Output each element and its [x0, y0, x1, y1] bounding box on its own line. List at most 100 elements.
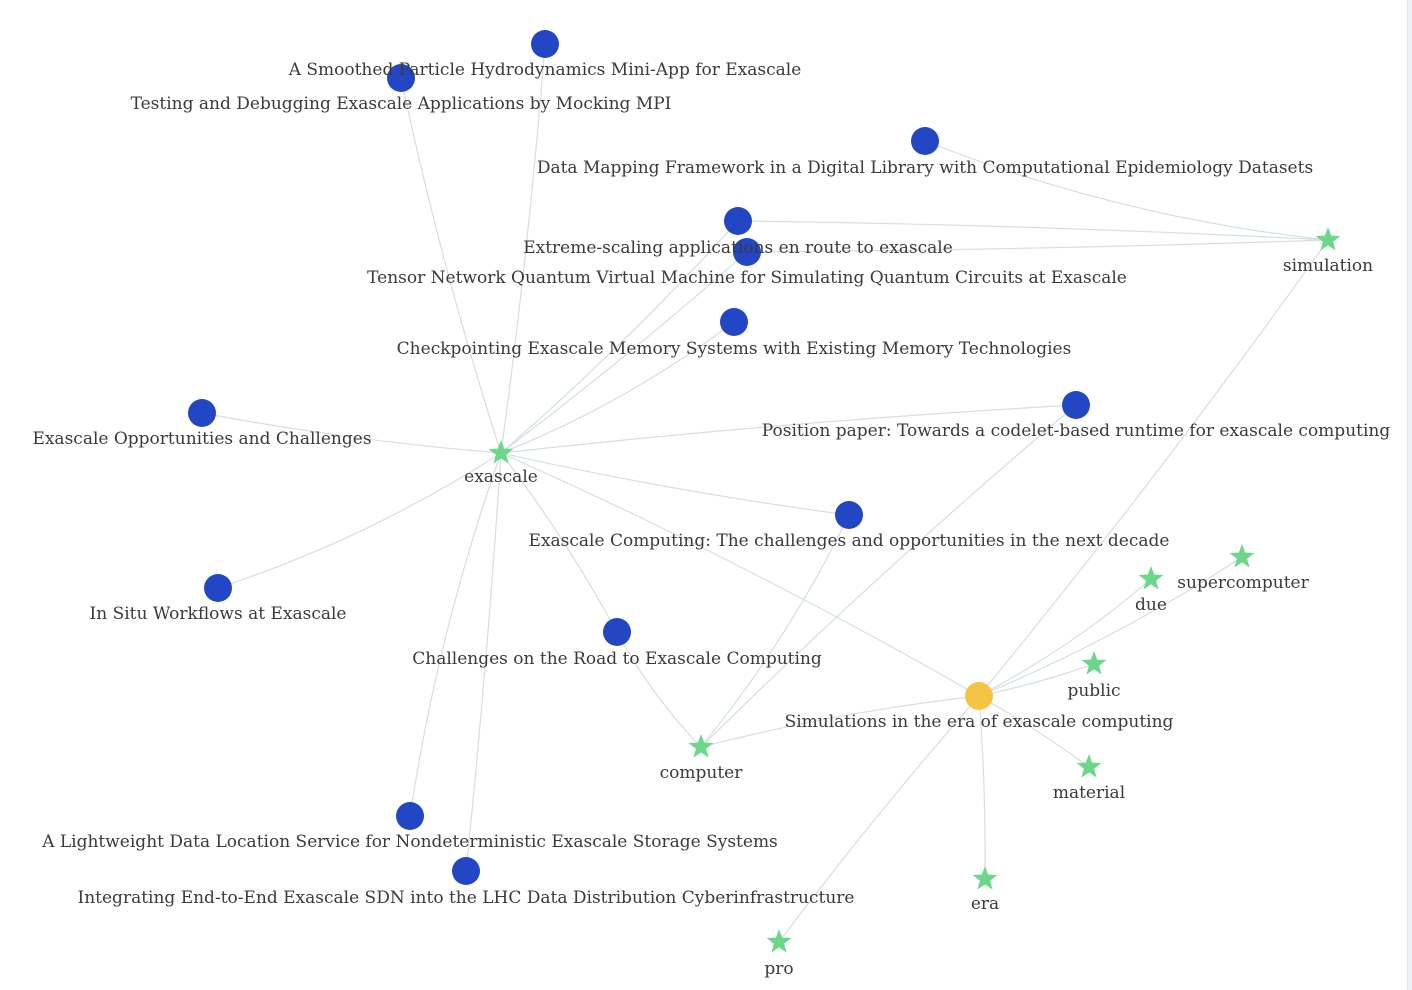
node-label-public: public — [1067, 681, 1120, 701]
paper-node-datamap[interactable] — [911, 127, 939, 155]
edge-exascale-road — [500, 452, 618, 633]
edge-simulation-simulations_era — [978, 239, 1329, 697]
node-label-mocking: Testing and Debugging Exascale Applicati… — [131, 94, 672, 114]
edge-exascale-position — [500, 404, 1077, 454]
edge-exascale-insitu — [217, 452, 502, 589]
paper-node-road[interactable] — [603, 618, 631, 646]
edge-exascale-tensor — [500, 251, 748, 454]
circle-icon — [720, 308, 748, 336]
edge-simulation-extreme — [737, 220, 1329, 241]
star-icon — [766, 929, 792, 953]
edge-computer-simulations_era — [700, 695, 980, 748]
star-icon — [688, 734, 714, 758]
paper-node-challenges_decade[interactable] — [835, 501, 863, 529]
node-label-position: Position paper: Towards a codelet-based … — [762, 421, 1391, 441]
circle-icon — [387, 64, 415, 92]
edge-exascale-challenges_decade — [500, 452, 850, 516]
star-icon — [972, 866, 998, 890]
circle-icon — [1062, 391, 1090, 419]
edge-exascale-extreme — [500, 220, 739, 454]
paper-node-sph[interactable] — [531, 30, 559, 58]
node-label-opps: Exascale Opportunities and Challenges — [32, 429, 371, 449]
edge-exascale-lightweight — [409, 452, 502, 817]
star-icon — [488, 440, 514, 464]
paper-node-insitu[interactable] — [204, 574, 232, 602]
keyword-node-computer[interactable] — [688, 734, 714, 758]
edge-simulations_era-pro — [778, 695, 980, 943]
node-label-exascale: exascale — [464, 467, 538, 487]
edge-simulations_era-era — [978, 695, 986, 880]
star-icon — [1315, 227, 1341, 251]
star-icon — [1076, 754, 1102, 778]
node-label-material: material — [1053, 783, 1125, 803]
paper-node-opps[interactable] — [188, 399, 216, 427]
edge-computer-challenges_decade — [700, 514, 850, 748]
node-label-extreme: Extreme-scaling applications en route to… — [523, 238, 953, 258]
edges-layer — [201, 43, 1329, 943]
star-icon — [1229, 544, 1255, 568]
node-label-supercomputer: supercomputer — [1177, 573, 1309, 593]
node-label-road: Challenges on the Road to Exascale Compu… — [412, 649, 822, 669]
edge-simulation-tensor — [746, 239, 1329, 253]
node-label-insitu: In Situ Workflows at Exascale — [90, 604, 347, 624]
node-label-era: era — [971, 894, 999, 914]
node-label-due: due — [1135, 595, 1167, 615]
star-icon — [1081, 651, 1107, 675]
node-label-sdn: Integrating End-to-End Exascale SDN into… — [78, 888, 855, 908]
node-label-checkpoint: Checkpointing Exascale Memory Systems wi… — [397, 339, 1072, 359]
paper-node-mocking[interactable] — [387, 64, 415, 92]
circle-icon — [733, 238, 761, 266]
circle-icon — [452, 857, 480, 885]
node-label-tensor: Tensor Network Quantum Virtual Machine f… — [367, 268, 1127, 288]
paper-node-extreme[interactable] — [724, 207, 752, 235]
edge-simulations_era-supercomputer — [978, 556, 1243, 697]
paper-node-lightweight[interactable] — [396, 802, 424, 830]
keyword-node-supercomputer[interactable] — [1229, 544, 1255, 568]
edge-simulations_era-due — [978, 578, 1152, 697]
node-label-simulation: simulation — [1283, 256, 1373, 276]
edge-exascale-simulations_era — [500, 452, 980, 697]
paper-node-checkpoint[interactable] — [720, 308, 748, 336]
node-label-computer: computer — [660, 763, 744, 783]
scrollbar-edge[interactable] — [1407, 0, 1412, 990]
circle-icon — [396, 802, 424, 830]
keyword-node-material[interactable] — [1076, 754, 1102, 778]
edge-computer-position — [700, 404, 1077, 748]
keyword-node-due[interactable] — [1138, 566, 1164, 590]
circle-icon — [835, 501, 863, 529]
paper-node-sdn[interactable] — [452, 857, 480, 885]
center-paper-node-simulations_era[interactable] — [965, 682, 993, 710]
edge-exascale-opps — [201, 412, 502, 454]
edge-simulation-datamap — [924, 140, 1329, 241]
edge-exascale-mocking — [400, 77, 502, 454]
keyword-node-simulation[interactable] — [1315, 227, 1341, 251]
circle-icon — [531, 30, 559, 58]
node-label-simulations_era: Simulations in the era of exascale compu… — [785, 712, 1174, 732]
node-label-challenges_decade: Exascale Computing: The challenges and o… — [529, 531, 1170, 551]
star-icon — [1138, 566, 1164, 590]
node-label-lightweight: A Lightweight Data Location Service for … — [41, 832, 778, 852]
nodes-layer — [188, 30, 1341, 953]
circle-icon — [603, 618, 631, 646]
labels-layer: exascale simulation computer supercomputer d… — [32, 60, 1390, 979]
edge-exascale-sdn — [465, 452, 502, 872]
edge-simulations_era-material — [978, 695, 1090, 768]
node-label-datamap: Data Mapping Framework in a Digital Libr… — [537, 158, 1313, 178]
circle-icon — [911, 127, 939, 155]
node-label-sph: A Smoothed Particle Hydrodynamics Mini-A… — [288, 60, 802, 80]
paper-node-tensor[interactable] — [733, 238, 761, 266]
circle-icon — [204, 574, 232, 602]
circle-icon — [188, 399, 216, 427]
keyword-node-era[interactable] — [972, 866, 998, 890]
circle-icon — [724, 207, 752, 235]
edge-exascale-sph — [500, 43, 546, 454]
center-circle-icon — [965, 682, 993, 710]
node-label-pro: pro — [764, 959, 793, 979]
edge-computer-road — [616, 631, 702, 748]
keyword-node-public[interactable] — [1081, 651, 1107, 675]
keyword-node-exascale[interactable] — [488, 440, 514, 464]
paper-node-position[interactable] — [1062, 391, 1090, 419]
keyword-node-pro[interactable] — [766, 929, 792, 953]
edge-exascale-checkpoint — [500, 321, 735, 454]
